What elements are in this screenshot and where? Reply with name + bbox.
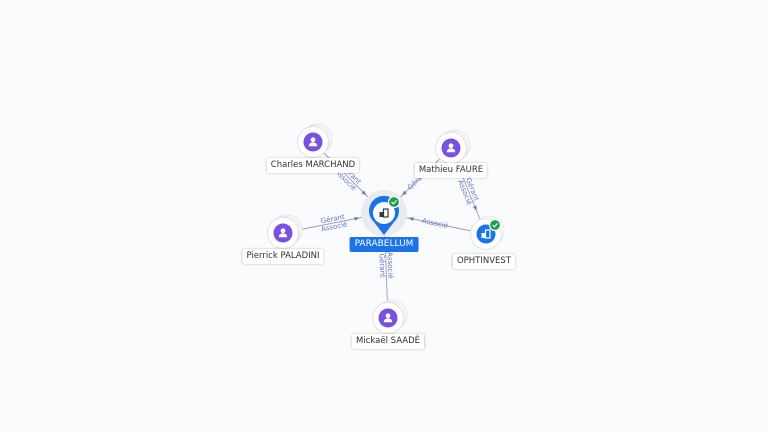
- person-icon: [383, 313, 393, 323]
- edge-arrow: [354, 216, 360, 221]
- node-label-pierrick[interactable]: Pierrick PALADINI: [242, 249, 324, 264]
- edge-arrow: [361, 190, 367, 196]
- person-icon: [446, 143, 456, 153]
- node-pierrick[interactable]: [267, 214, 303, 249]
- node-label-mathieu[interactable]: Mathieu FAURE: [414, 163, 488, 178]
- verified-badge-icon: [387, 195, 401, 209]
- person-icon: [308, 137, 318, 147]
- node-parabellum-center[interactable]: [361, 190, 407, 236]
- node-mickael[interactable]: [372, 299, 408, 334]
- node-label-charles[interactable]: Charles MARCHAND: [266, 158, 360, 173]
- edge-arrow: [408, 217, 414, 222]
- node-ophtinvest[interactable]: [470, 215, 505, 250]
- person-icon: [278, 228, 288, 238]
- node-mathieu[interactable]: [435, 129, 471, 164]
- company-icon: [379, 208, 389, 218]
- center-node-label[interactable]: PARABELLUM: [349, 237, 419, 252]
- node-charles[interactable]: [297, 123, 333, 158]
- edge-arrow: [472, 205, 477, 211]
- edge-role-label: Gérant: [378, 253, 387, 278]
- node-label-mickael[interactable]: Mickaël SAADÉ: [352, 334, 424, 349]
- edge-role-label: Associé: [421, 217, 449, 230]
- edge-role-label: Associé: [385, 252, 394, 279]
- verified-badge-icon: [488, 218, 502, 232]
- company-icon: [481, 229, 491, 239]
- edge-arrow: [401, 190, 407, 196]
- node-label-ophtinvest[interactable]: OPHTINVEST: [452, 254, 516, 269]
